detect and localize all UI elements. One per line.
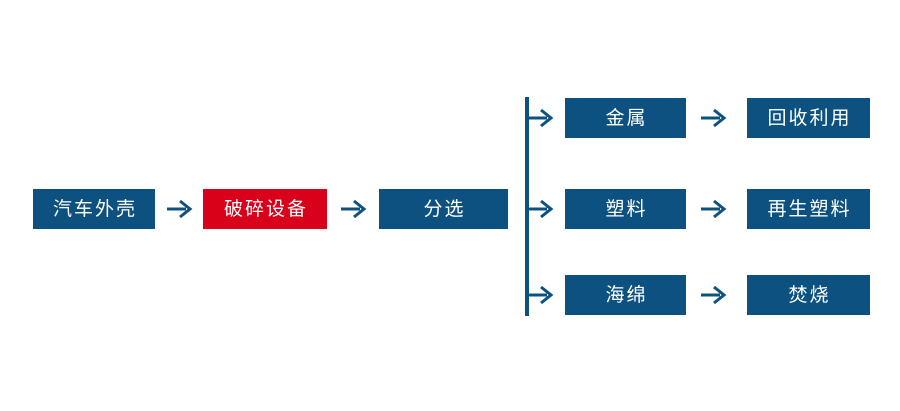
arrow-right-icon-shredder-to-sorting <box>340 198 368 220</box>
node-shredder[interactable]: 破碎设备 <box>203 189 327 229</box>
arrow-right-icon-trunk-to-metal <box>527 107 555 129</box>
node-incineration[interactable]: 焚烧 <box>747 275 870 315</box>
arrow-right-icon-trunk-to-sponge <box>527 284 555 306</box>
arrow-right-icon-sponge-to-incinerate <box>700 284 728 306</box>
arrow-right-icon-metal-to-recycle <box>700 107 728 129</box>
split-trunk-line <box>525 97 529 316</box>
node-sponge[interactable]: 海绵 <box>565 275 686 315</box>
node-sorting[interactable]: 分选 <box>379 189 508 229</box>
arrow-right-icon-trunk-to-plastic <box>527 198 555 220</box>
node-recycle[interactable]: 回收利用 <box>747 98 870 138</box>
arrow-right-icon-shell-to-shredder <box>166 198 194 220</box>
node-metal[interactable]: 金属 <box>565 98 686 138</box>
node-regenerated-plastic[interactable]: 再生塑料 <box>747 189 870 229</box>
node-plastic[interactable]: 塑料 <box>565 189 686 229</box>
node-shell[interactable]: 汽车外壳 <box>33 189 155 229</box>
arrow-right-icon-plastic-to-regen <box>700 198 728 220</box>
